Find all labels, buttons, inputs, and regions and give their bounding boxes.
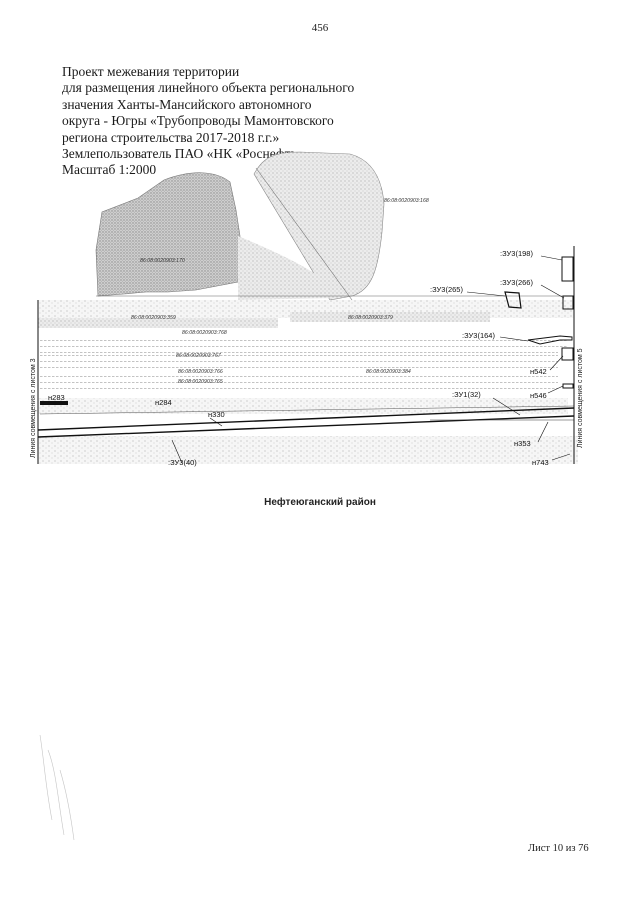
leader-line — [547, 385, 564, 394]
parcel-198-shape — [561, 256, 574, 282]
parcel-266-shape — [562, 295, 574, 310]
parcel-label: :ЗУ3(265) — [430, 285, 463, 294]
point-label: н743 — [532, 458, 549, 467]
parcel-label: :ЗУ3(266) — [500, 278, 533, 287]
point-label: н284 — [155, 398, 172, 407]
leader-line — [499, 336, 529, 342]
map-title-block: Проект межевания территории для размещен… — [62, 64, 354, 179]
point-label: н330 — [208, 410, 225, 419]
signature-mark — [39, 734, 75, 841]
parcel-label: :ЗУ3(198) — [500, 249, 533, 258]
cadastral-label: 86:08:0020903:379 — [348, 315, 393, 321]
title-line: округа - Югры «Трубопроводы Мамонтовског… — [62, 113, 334, 129]
title-line: значения Ханты-Мансийского автономного — [62, 96, 312, 112]
road-strip — [38, 381, 558, 384]
road-strip — [38, 359, 558, 362]
parcel-gap-area — [238, 236, 340, 300]
point-label: н283 — [48, 393, 65, 402]
point-label: н542 — [530, 367, 547, 376]
road-strip — [38, 374, 558, 377]
leader-line — [549, 355, 564, 371]
road-strip — [38, 352, 558, 356]
cadastral-label: 86:08:0020903:384 — [366, 369, 411, 375]
match-line-left-label: Линия совмещения с листом 3 — [30, 358, 37, 458]
title-line: региона строительства 2017-2018 г.г.» — [62, 129, 280, 145]
leader-line — [540, 284, 565, 299]
cadastral-label: 86:08:0020903:170 — [140, 258, 185, 264]
parcel-265-shape — [504, 291, 522, 309]
corridor-band-right — [290, 312, 490, 322]
lower-band — [38, 398, 568, 414]
pipeline-line — [37, 415, 575, 438]
point-label: н546 — [530, 391, 547, 400]
pipeline-line — [39, 405, 575, 415]
road-strip — [38, 338, 568, 343]
corridor-band-dense — [38, 318, 278, 328]
point-label: н353 — [514, 439, 531, 448]
leader-line — [492, 397, 521, 416]
sheet-number: Лист 10 из 76 — [528, 843, 589, 854]
parcel-label: :ЗУ3(40) — [168, 458, 197, 467]
road-strip — [38, 388, 558, 391]
parcel-164-shape — [527, 335, 573, 345]
match-line-right-label: Линия совмещения с листом 5 — [577, 348, 584, 448]
cadastral-label: 86:08:0020903:766 — [178, 369, 223, 375]
parcel-170-area — [95, 172, 241, 297]
parcel-168-area — [253, 151, 385, 301]
page-number: 456 — [311, 22, 329, 34]
pipeline-line — [37, 407, 575, 431]
cadastral-label: 86:08:0020903:768 — [182, 330, 227, 336]
boundary-line — [255, 167, 353, 301]
cadastral-label: 86:08:0020903:359 — [131, 315, 176, 321]
parcel-542-shape — [561, 347, 574, 361]
parcel-label: :ЗУ1(32) — [452, 390, 481, 399]
cadastral-label: 86:08:0020903:765 — [178, 379, 223, 385]
lower-band — [38, 436, 578, 464]
leader-line — [537, 421, 549, 443]
road-strip — [38, 345, 568, 348]
leader-line — [171, 439, 183, 464]
cadastral-label: 86:08:0020903:168 — [384, 198, 429, 204]
leader-line — [540, 255, 563, 261]
title-line: Проект межевания территории — [62, 64, 240, 79]
leader-line — [209, 417, 223, 427]
scale-line: Масштаб 1:2000 — [62, 162, 157, 178]
road-strip — [38, 366, 558, 370]
leader-line — [551, 453, 571, 461]
cadastral-label: 86:08:0020903:767 — [176, 353, 222, 359]
leader-line — [466, 291, 506, 297]
district-label: Нефтеюганский район — [264, 497, 376, 508]
parcel-546-shape — [562, 383, 574, 389]
title-line: для размещения линейного объекта региона… — [62, 80, 355, 96]
parcel-label: :ЗУ3(164) — [462, 331, 495, 340]
parcel-283-shape — [40, 401, 68, 405]
land-user-line: Землепользователь ПАО «НК «Роснефть» — [62, 146, 304, 162]
